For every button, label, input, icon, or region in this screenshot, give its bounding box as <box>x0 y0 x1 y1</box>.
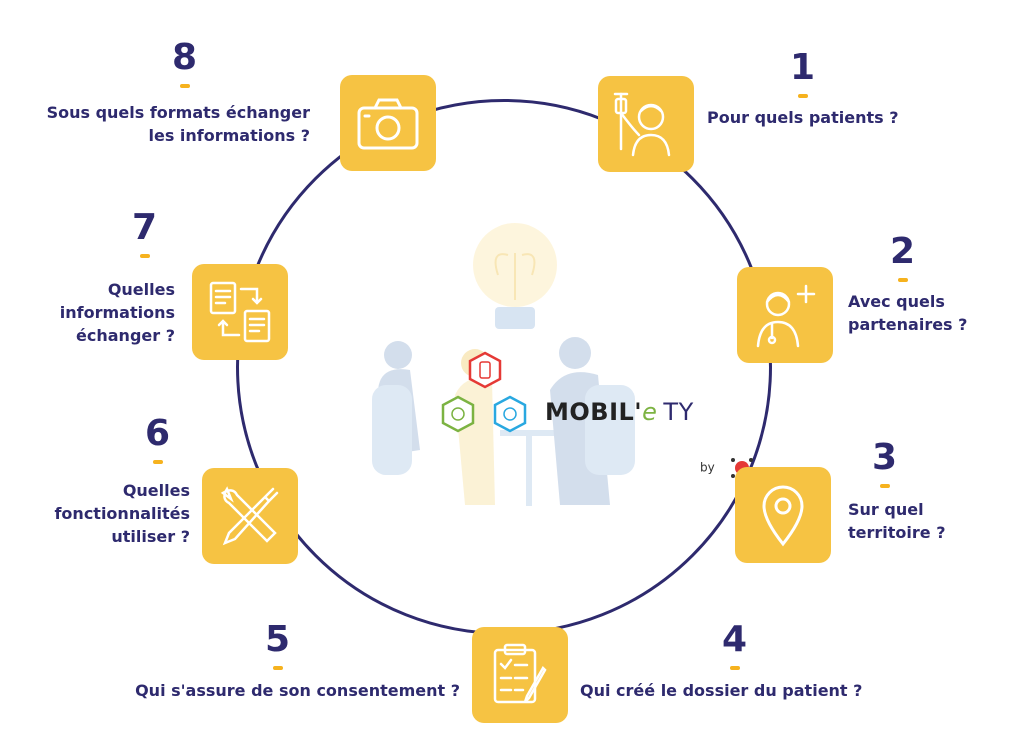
tile-patient <box>598 76 694 172</box>
clipboard-checklist-icon <box>493 643 547 704</box>
step-number-3: 3 <box>872 437 898 488</box>
step-question-5: Qui s'assure de son consentement ? <box>135 681 460 700</box>
step-number-1: 1 <box>790 47 816 98</box>
step-question-3: Sur quel territoire ? <box>848 500 946 543</box>
step-number-4: 4 <box>722 619 748 670</box>
tile-partners <box>737 267 833 363</box>
brand-suffix: TY <box>663 398 694 426</box>
step-question-6: Quelles fonctionnalités utiliser ? <box>54 481 190 547</box>
step-number-8: 8 <box>172 37 198 88</box>
camera-icon <box>357 98 419 150</box>
brand-e: e <box>642 398 658 426</box>
step-question-1: Pour quels patients ? <box>707 108 899 127</box>
brand-hexagons <box>441 351 527 433</box>
tile-info <box>192 264 288 360</box>
step-question-7: Quelles informations échanger ? <box>59 280 175 346</box>
lightbulb-icon <box>473 223 557 329</box>
step-question-2: Avec quels partenaires ? <box>848 292 968 335</box>
tile-territory <box>735 467 831 563</box>
doctor-icon <box>756 284 816 348</box>
step-number-2: 2 <box>890 231 916 282</box>
step-question-8: Sous quels formats échanger les informat… <box>46 103 310 146</box>
tile-features <box>202 468 298 564</box>
tools-icon <box>220 486 279 546</box>
patient-iv-icon <box>613 92 671 157</box>
step-question-4: Qui créé le dossier du patient ? <box>580 681 863 700</box>
brand-name: MOBIL' <box>545 398 643 426</box>
step-number-6: 6 <box>145 413 171 464</box>
document-exchange-icon <box>209 281 271 343</box>
center-illustration <box>372 223 635 506</box>
step-number-7: 7 <box>132 207 158 258</box>
tile-formats <box>340 75 436 171</box>
byline-text: by <box>700 460 715 475</box>
step-number-5: 5 <box>265 619 291 670</box>
location-pin-icon <box>762 485 804 547</box>
tile-patient-file <box>472 627 568 723</box>
